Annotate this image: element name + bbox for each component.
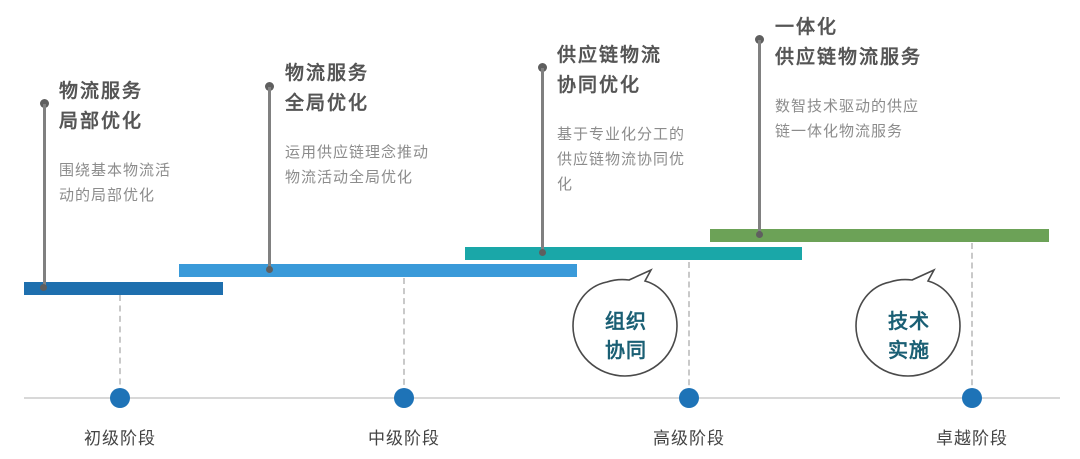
drop-line-3 (688, 262, 690, 395)
callout-bubble-1 (572, 268, 678, 377)
pin-stem-1 (43, 104, 46, 288)
callout-bubble-2 (855, 268, 961, 377)
phase-bar-3 (465, 247, 802, 260)
drop-line-1 (119, 295, 121, 395)
phase-desc-2: 运用供应链理念推动 物流活动全局优化 (285, 143, 430, 186)
callout-text-2: 技术 实施 (888, 309, 930, 362)
pin-foot-2 (266, 266, 273, 273)
timeline-axis (24, 397, 1060, 399)
pin-stem-4 (758, 40, 761, 236)
stage-node-2 (394, 388, 414, 408)
stage-node-3 (679, 388, 699, 408)
phase-desc-1: 围绕基本物流活 动的局部优化 (59, 161, 172, 204)
phase-title-4: 一体化 供应链物流服务 (775, 16, 923, 68)
pin-stem-3 (541, 68, 544, 254)
stage-label-3: 高级阶段 (653, 429, 725, 449)
pin-foot-1 (40, 284, 47, 291)
pin-stem-2 (268, 87, 271, 270)
stage-node-4 (962, 388, 982, 408)
phase-desc-4: 数智技术驱动的供应 链一体化物流服务 (775, 97, 920, 140)
stage-node-1 (110, 388, 130, 408)
pin-head-2 (265, 82, 274, 91)
stage-label-1: 初级阶段 (84, 429, 156, 449)
phase-bar-1 (24, 282, 223, 295)
pin-foot-3 (539, 249, 546, 256)
phase-desc-3: 基于专业化分工的 供应链物流协同优 化 (557, 125, 686, 193)
pin-head-1 (40, 99, 49, 108)
phase-bar-2 (179, 264, 577, 277)
stage-label-2: 中级阶段 (368, 429, 440, 449)
drop-line-4 (971, 243, 973, 395)
stage-label-4: 卓越阶段 (936, 429, 1008, 449)
callout-text-1: 组织 协同 (605, 309, 647, 362)
phase-bar-4 (710, 229, 1049, 242)
pin-head-3 (538, 63, 547, 72)
pin-foot-4 (756, 231, 763, 238)
pin-head-4 (755, 35, 764, 44)
phase-title-1: 物流服务 局部优化 (59, 80, 144, 132)
phase-title-2: 物流服务 全局优化 (285, 62, 370, 114)
phase-title-3: 供应链物流 协同优化 (557, 44, 663, 96)
drop-line-2 (403, 278, 405, 395)
